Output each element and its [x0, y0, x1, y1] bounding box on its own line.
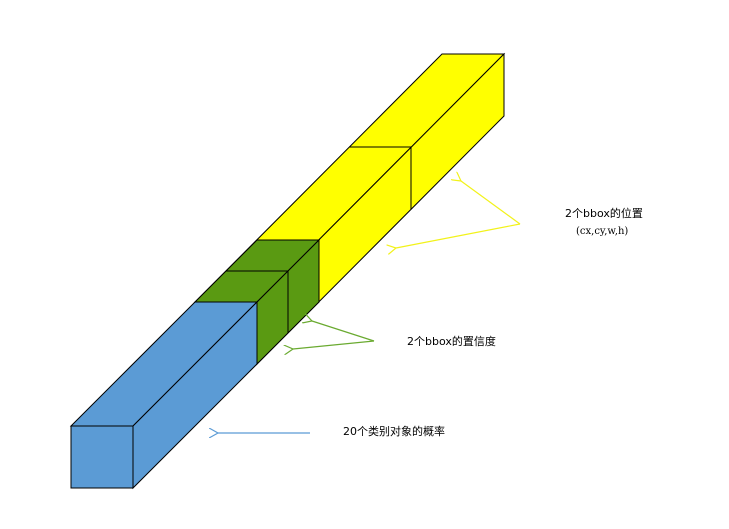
arrow-to-yellow-upper [461, 181, 521, 225]
bbox-position-fields-label: (cx,cy,w,h) [576, 226, 629, 237]
class-probability-label: 20个类别对象的概率 [343, 425, 445, 438]
bbox-confidence-label: 2个bbox的置信度 [407, 335, 496, 348]
arrow-to-green-lower [293, 340, 375, 349]
blue-front-face [70, 425, 134, 489]
blue-segment [69, 300, 259, 490]
bbox-position-label: 2个bbox的位置 [565, 207, 643, 220]
yellow-arrows [396, 181, 521, 248]
arrow-to-yellow-lower [396, 223, 521, 248]
green-arrows [293, 321, 375, 349]
arrow-to-green-upper [312, 321, 375, 342]
